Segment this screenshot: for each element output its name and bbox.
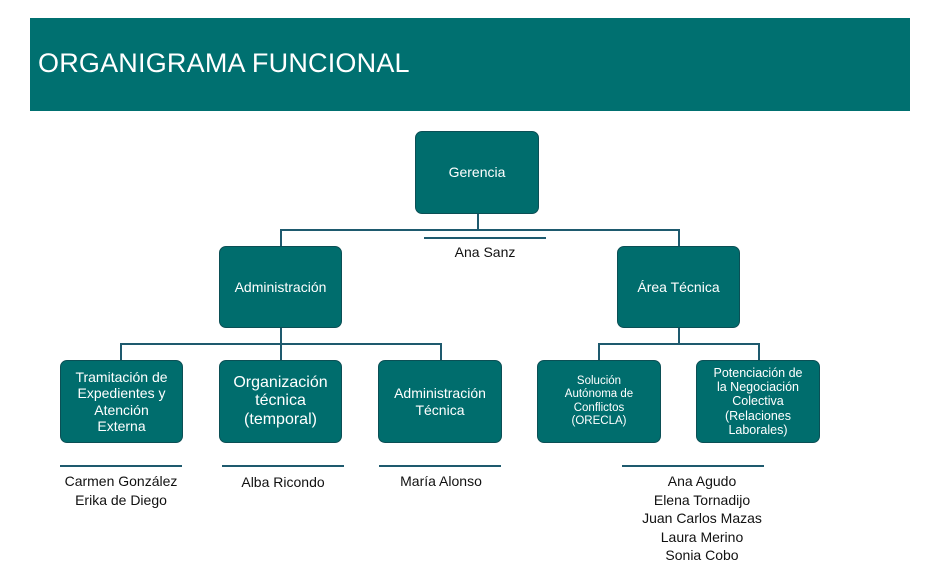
connector-level2-bar [280, 229, 680, 231]
people-divider-gerencia [424, 237, 546, 239]
node-label: Área Técnica [637, 278, 720, 295]
people-divider-area-tecnica [622, 465, 764, 467]
node-area-tecnica: Área Técnica [617, 246, 740, 328]
connector-to-area-tecnica [678, 229, 680, 247]
people-area-tecnica: Ana Agudo Elena Tornadijo Juan Carlos Ma… [642, 473, 762, 563]
connector-to-admin-tecnica [440, 343, 442, 361]
node-gerencia: Gerencia [415, 131, 539, 214]
connector-to-administracion [280, 229, 282, 247]
people-divider-admin-tecnica [379, 465, 501, 467]
node-potenciacion-negociacion: Potenciación de la Negociación Colectiva… [696, 360, 820, 443]
people-gerencia: Ana Sanz [454, 244, 516, 260]
connector-administracion-down [280, 327, 282, 344]
page-title: ORGANIGRAMA FUNCIONAL [38, 48, 410, 78]
connector-area-tecnica-down [678, 327, 680, 344]
node-label: Administración [234, 278, 327, 295]
node-organizacion-tecnica: Organización técnica (temporal) [219, 360, 342, 443]
node-label: Potenciación de la Negociación Colectiva… [713, 365, 803, 438]
node-solucion-autonoma: Solución Autónoma de Conflictos (ORECLA) [537, 360, 661, 443]
connector-tecnica-children-bar [598, 343, 760, 345]
connector-to-tramitacion [120, 343, 122, 361]
node-label: Organización técnica (temporal) [233, 373, 328, 428]
people-admin-tecnica: María Alonso [400, 473, 482, 489]
people-organizacion: Alba Ricondo [241, 474, 325, 490]
node-label: Tramitación de Expedientes y Atención Ex… [75, 369, 168, 434]
people-tramitacion: Carmen González Erika de Diego [64, 473, 178, 508]
connector-gerencia-down [477, 213, 479, 231]
connector-to-potenciacion [758, 343, 760, 361]
people-divider-organizacion [222, 465, 344, 467]
title-banner: ORGANIGRAMA FUNCIONAL [30, 18, 910, 111]
connector-to-orecla [598, 343, 600, 361]
node-label: Administración Técnica [394, 385, 486, 418]
connector-to-organizacion [280, 343, 282, 361]
node-label: Solución Autónoma de Conflictos (ORECLA) [564, 375, 634, 427]
node-tramitacion-expedientes: Tramitación de Expedientes y Atención Ex… [60, 360, 183, 443]
node-administracion-tecnica: Administración Técnica [378, 360, 502, 443]
people-divider-tramitacion [60, 465, 182, 467]
node-label: Gerencia [448, 164, 506, 181]
node-administracion: Administración [219, 246, 342, 328]
